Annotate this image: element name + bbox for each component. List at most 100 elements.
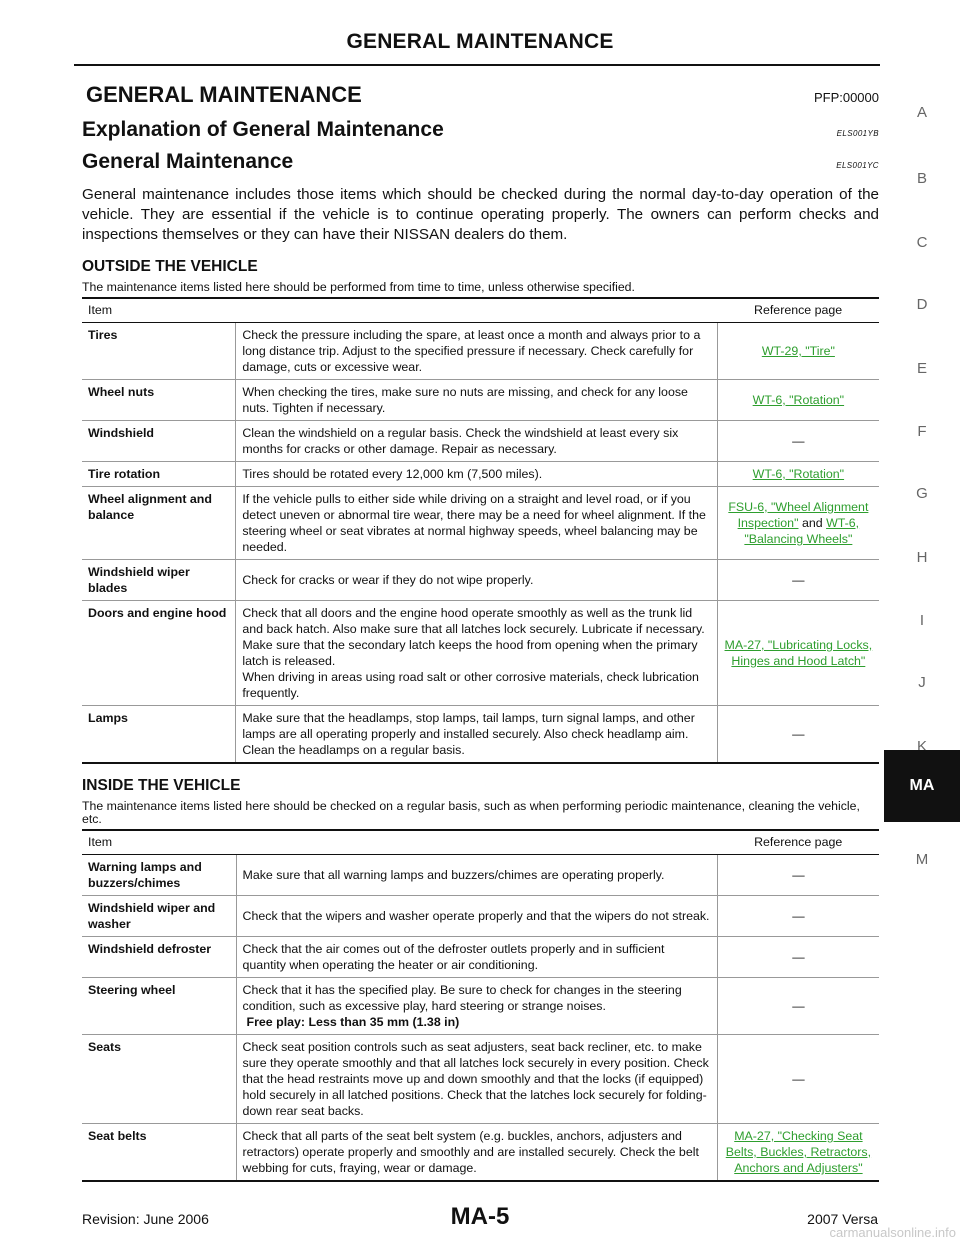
description-text: Check that all doors and the engine hood… bbox=[242, 606, 705, 668]
table-row: Seats Check seat position controls such … bbox=[82, 1034, 879, 1124]
description-cell: Check that all parts of the seat belt sy… bbox=[235, 1123, 718, 1181]
description-cell: Check that the air comes out of the defr… bbox=[235, 936, 718, 978]
page-header-title: GENERAL MAINTENANCE bbox=[346, 30, 614, 53]
item-cell: Doors and engine hood bbox=[82, 600, 236, 706]
reference-cell: — bbox=[717, 936, 879, 978]
section-tab-ma-active[interactable]: MA bbox=[884, 750, 960, 822]
reference-conjunction: and bbox=[801, 516, 823, 530]
table-row: Wheel alignment and balance If the vehic… bbox=[82, 486, 879, 560]
section-tab-a[interactable]: A bbox=[916, 104, 927, 121]
section-code: PFP:00000 bbox=[813, 90, 879, 105]
reference-link[interactable]: WT-6, "Rotation" bbox=[752, 393, 845, 407]
section-tab-c[interactable]: C bbox=[916, 234, 928, 251]
table-row: Warning lamps and buzzers/chimes Make su… bbox=[82, 854, 879, 896]
column-header-reference: Reference page bbox=[717, 830, 879, 855]
reference-none: — bbox=[792, 999, 805, 1013]
reference-cell: WT-6, "Rotation" bbox=[717, 461, 879, 487]
free-play-spec: Free play: Less than 35 mm (1.38 in) bbox=[246, 1015, 460, 1029]
subsection-code-general: ELS001YC bbox=[836, 161, 879, 170]
subsection-heading-row: General Maintenance ELS001YC bbox=[82, 150, 879, 182]
item-cell: Tires bbox=[82, 322, 236, 380]
footer-model: 2007 Versa bbox=[807, 1211, 878, 1227]
reference-link[interactable]: MA-27, "Checking Seat Belts, Buckles, Re… bbox=[725, 1129, 872, 1175]
section-tab-g[interactable]: G bbox=[916, 485, 928, 502]
description-text: Check that it has the specified play. Be… bbox=[242, 983, 682, 1013]
table-row: Windshield Clean the windshield on a reg… bbox=[82, 420, 879, 462]
table-header-row: Item Reference page bbox=[82, 830, 879, 855]
reference-link[interactable]: WT-29, "Tire" bbox=[761, 344, 835, 358]
inside-vehicle-note: The maintenance items listed here should… bbox=[82, 799, 860, 826]
table-row: Doors and engine hood Check that all doo… bbox=[82, 600, 879, 706]
reference-cell: — bbox=[717, 559, 879, 601]
table-row: Tire rotation Tires should be rotated ev… bbox=[82, 461, 879, 487]
description-text-secondary: When driving in areas using road salt or… bbox=[242, 670, 699, 700]
reference-link[interactable]: MA-27, "Lubricating Locks, Hinges and Ho… bbox=[724, 638, 873, 668]
table-row: Windshield wiper and washer Check that t… bbox=[82, 895, 879, 937]
page-content: GENERAL MAINTENANCE PFP:00000 Explanatio… bbox=[82, 82, 879, 1182]
reference-cell: — bbox=[717, 706, 879, 764]
reference-cell: — bbox=[717, 1034, 879, 1124]
section-tab-j[interactable]: J bbox=[918, 674, 926, 691]
reference-none: — bbox=[792, 434, 805, 448]
reference-cell: WT-29, "Tire" bbox=[717, 322, 879, 380]
section-tab-b[interactable]: B bbox=[916, 170, 927, 187]
reference-none: — bbox=[792, 1072, 805, 1086]
reference-cell: MA-27, "Checking Seat Belts, Buckles, Re… bbox=[717, 1124, 879, 1182]
reference-none: — bbox=[792, 909, 805, 923]
subsection-title-explanation: Explanation of General Maintenance bbox=[82, 118, 444, 141]
outside-vehicle-note: The maintenance items listed here should… bbox=[82, 280, 635, 294]
section-tab-i[interactable]: I bbox=[919, 612, 925, 629]
item-cell: Steering wheel bbox=[82, 977, 237, 1035]
section-tab-m[interactable]: M bbox=[915, 851, 929, 868]
subsection-title-general: General Maintenance bbox=[82, 150, 294, 173]
reference-cell: MA-27, "Lubricating Locks, Hinges and Ho… bbox=[717, 600, 879, 706]
reference-cell: WT-6, "Rotation" bbox=[717, 379, 879, 421]
section-tab-e[interactable]: E bbox=[916, 360, 927, 377]
item-cell: Seats bbox=[82, 1034, 237, 1124]
reference-none: — bbox=[792, 727, 805, 741]
description-cell: Check the pressure including the spare, … bbox=[235, 322, 718, 380]
description-cell: When checking the tires, make sure no nu… bbox=[235, 379, 718, 421]
reference-link[interactable]: WT-6, "Rotation" bbox=[752, 467, 845, 481]
subsection-code-explanation: ELS001YB bbox=[836, 129, 879, 138]
watermark: carmanualsonline.info bbox=[829, 1225, 956, 1240]
footer-page-number: MA-5 bbox=[450, 1203, 510, 1230]
section-index: A B C D E F G H I J K MA M bbox=[884, 0, 960, 1242]
section-tab-k[interactable]: K bbox=[916, 738, 927, 755]
description-cell: If the vehicle pulls to either side whil… bbox=[235, 486, 718, 560]
reference-none: — bbox=[792, 950, 805, 964]
reference-link[interactable]: WT-6, "Balancing Wheels" bbox=[744, 516, 860, 546]
section-tab-h[interactable]: H bbox=[916, 549, 928, 566]
item-cell: Windshield bbox=[82, 420, 236, 462]
item-cell: Seat belts bbox=[88, 1129, 147, 1143]
column-header-item: Item bbox=[82, 830, 718, 855]
item-cell: Windshield wiper and washer bbox=[82, 895, 237, 937]
item-cell: Windshield wiper blades bbox=[82, 559, 236, 601]
inside-vehicle-title: INSIDE THE VEHICLE bbox=[82, 777, 241, 794]
reference-cell: — bbox=[717, 895, 879, 937]
reference-link[interactable]: FSU-6, "Wheel Alignment Inspection" bbox=[728, 500, 869, 530]
description-cell: Make sure that the headlamps, stop lamps… bbox=[235, 705, 718, 763]
table-row: Wheel nuts When checking the tires, make… bbox=[82, 379, 879, 421]
column-header-item: Item bbox=[82, 298, 718, 323]
subsection-heading-row: Explanation of General Maintenance ELS00… bbox=[82, 118, 879, 150]
reference-none: — bbox=[792, 868, 805, 882]
description-cell: Check seat position controls such as sea… bbox=[235, 1034, 718, 1124]
description-cell: Make sure that all warning lamps and buz… bbox=[235, 854, 718, 896]
reference-cell: — bbox=[717, 420, 879, 462]
item-cell: Tire rotation bbox=[82, 461, 236, 487]
table-row: Steering wheel Check that it has the spe… bbox=[82, 977, 879, 1035]
footer-revision: Revision: June 2006 bbox=[82, 1211, 209, 1227]
item-cell: Wheel nuts bbox=[82, 379, 236, 421]
reference-cell: — bbox=[717, 977, 879, 1035]
column-header-reference: Reference page bbox=[717, 298, 879, 323]
item-cell: Warning lamps and buzzers/chimes bbox=[82, 854, 237, 896]
table-row: Windshield wiper blades Check for cracks… bbox=[82, 559, 879, 601]
description-cell: Check that the wipers and washer operate… bbox=[235, 895, 718, 937]
section-tab-f[interactable]: F bbox=[917, 423, 927, 440]
inside-maintenance-table: Item Reference page Warning lamps and bu… bbox=[82, 829, 879, 1182]
table-row: Windshield defroster Check that the air … bbox=[82, 936, 879, 978]
section-tab-d[interactable]: D bbox=[916, 296, 928, 313]
item-cell: Lamps bbox=[88, 711, 128, 725]
description-cell: Check that it has the specified play. Be… bbox=[235, 977, 718, 1035]
